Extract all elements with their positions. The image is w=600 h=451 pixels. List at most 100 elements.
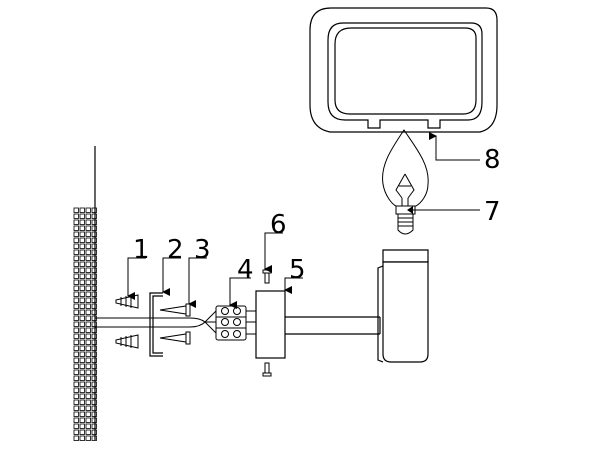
brick: [73, 225, 79, 231]
screw-bottom: [159, 333, 187, 343]
wall-plug-bottom: [115, 334, 139, 349]
brick: [73, 345, 79, 351]
brick: [85, 237, 91, 243]
leader-2: [162, 257, 181, 296]
brick: [73, 351, 79, 357]
brick: [73, 309, 79, 315]
brick: [85, 261, 91, 267]
brick: [91, 267, 97, 273]
brick: [85, 285, 91, 291]
brick: [79, 231, 85, 237]
brick: [73, 249, 79, 255]
brick: [73, 285, 79, 291]
brick: [85, 375, 91, 381]
candle-bulb: [382, 129, 429, 235]
leader-4: [229, 277, 251, 309]
brick: [73, 405, 79, 411]
lamp-shade: [309, 7, 498, 133]
brick: [85, 291, 91, 297]
callout-7: 7: [484, 197, 501, 227]
brick: [73, 297, 79, 303]
brick: [85, 345, 91, 351]
wall: [73, 146, 97, 441]
brick: [79, 429, 85, 435]
brick: [85, 309, 91, 315]
brick: [85, 363, 91, 369]
brick: [91, 345, 97, 351]
brick: [91, 393, 97, 399]
brick: [85, 321, 91, 327]
callout-2: 2: [167, 235, 184, 265]
brick: [91, 363, 97, 369]
callout-3: 3: [194, 235, 211, 265]
brick: [73, 303, 79, 309]
brick: [91, 231, 97, 237]
brick: [73, 333, 79, 339]
brick: [85, 267, 91, 273]
brick: [79, 435, 85, 441]
lamp-holder: [377, 249, 429, 363]
brick: [73, 321, 79, 327]
brick: [73, 423, 79, 429]
callout-8: 8: [484, 145, 501, 175]
leader-6: [264, 232, 283, 273]
brick: [79, 273, 85, 279]
mounting-bracket: [149, 292, 163, 357]
brick: [73, 399, 79, 405]
brick: [85, 399, 91, 405]
brick: [79, 297, 85, 303]
brick: [79, 399, 85, 405]
brick: [85, 429, 91, 435]
brick: [85, 339, 91, 345]
brick: [79, 237, 85, 243]
brick: [79, 309, 85, 315]
brick: [79, 261, 85, 267]
brick: [73, 369, 79, 375]
brick: [85, 381, 91, 387]
brick: [79, 303, 85, 309]
brick: [73, 357, 79, 363]
brick: [85, 333, 91, 339]
brick: [79, 213, 85, 219]
brick: [79, 321, 85, 327]
brick: [85, 405, 91, 411]
brick: [91, 369, 97, 375]
callout-6: 6: [270, 210, 287, 240]
brick: [79, 393, 85, 399]
screw-top: [159, 305, 187, 315]
brick: [73, 213, 79, 219]
screws: [159, 303, 191, 345]
brick: [79, 405, 85, 411]
brick: [85, 297, 91, 303]
leader-3: [188, 257, 207, 308]
brick: [91, 213, 97, 219]
brick: [85, 417, 91, 423]
brick: [91, 291, 97, 297]
brick: [85, 351, 91, 357]
brick: [73, 243, 79, 249]
lamp-arm: [285, 316, 381, 335]
brick: [73, 339, 79, 345]
brick: [85, 435, 91, 441]
brick: [73, 411, 79, 417]
brick: [85, 279, 91, 285]
brick: [91, 339, 97, 345]
brick: [79, 351, 85, 357]
brick: [73, 429, 79, 435]
brick: [91, 309, 97, 315]
brick: [79, 291, 85, 297]
brick: [79, 219, 85, 225]
brick: [73, 237, 79, 243]
brick: [91, 417, 97, 423]
brick: [79, 327, 85, 333]
brick: [79, 363, 85, 369]
brick: [91, 279, 97, 285]
brick: [73, 375, 79, 381]
brick: [85, 423, 91, 429]
brick: [85, 369, 91, 375]
brick: [91, 297, 97, 303]
brick: [91, 225, 97, 231]
brick: [73, 327, 79, 333]
brick: [73, 363, 79, 369]
brick: [73, 417, 79, 423]
